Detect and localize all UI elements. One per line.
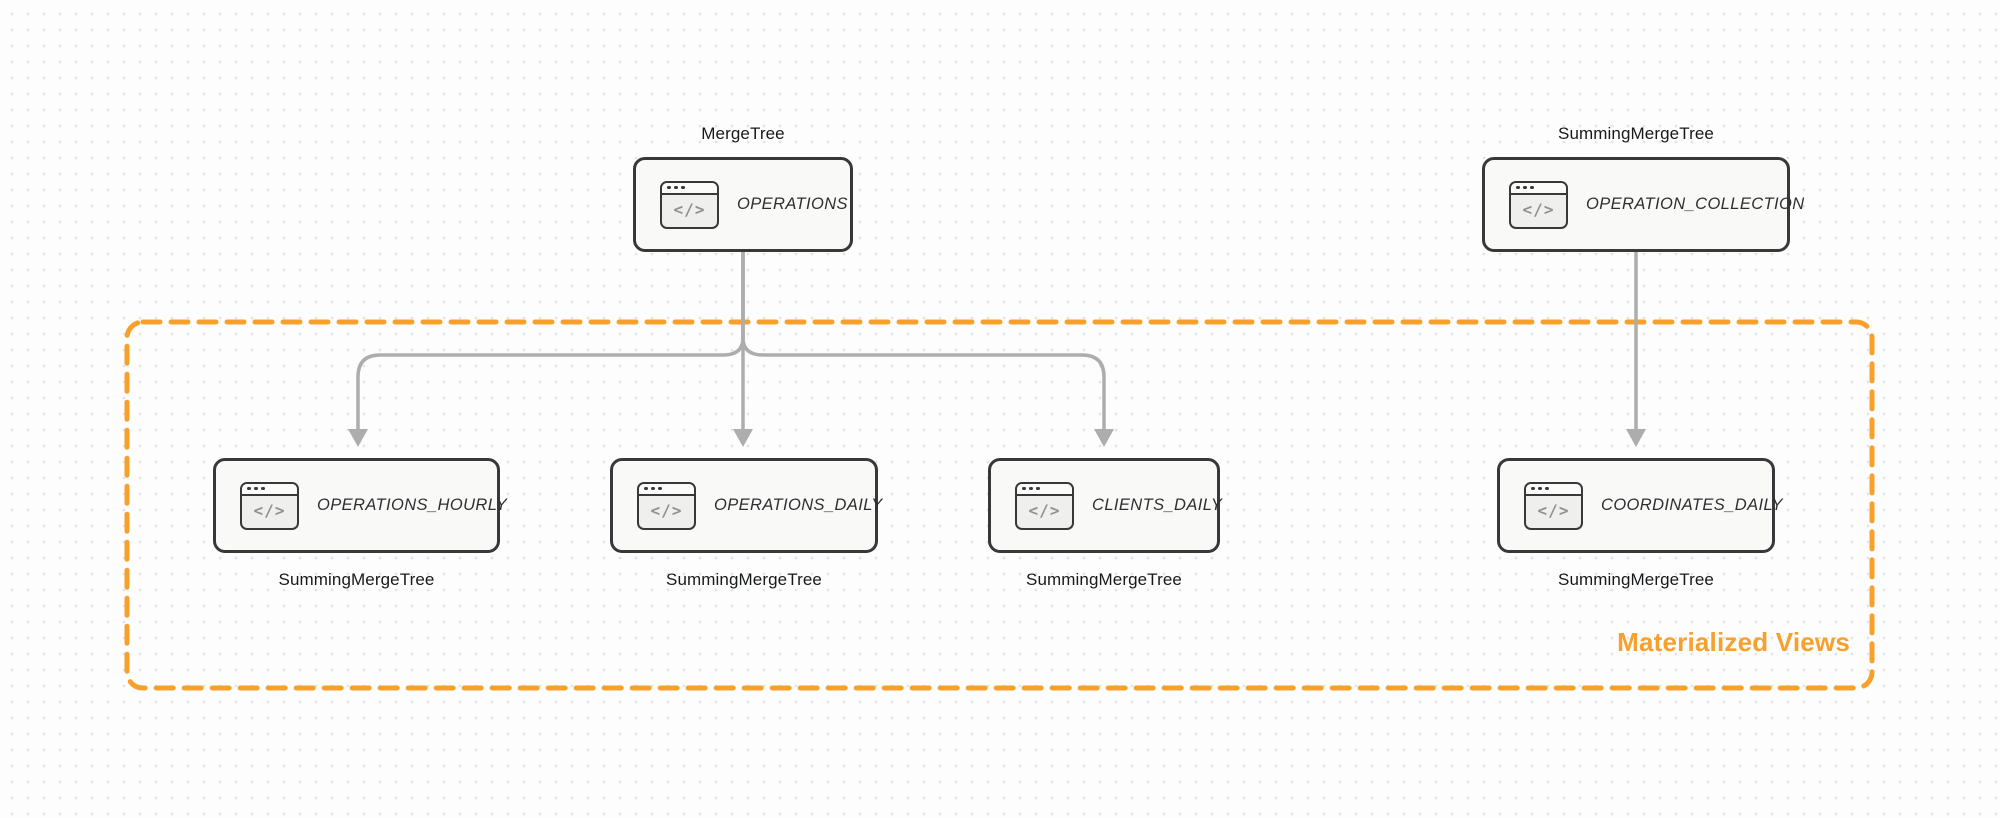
arrowhead-icon [1626,429,1646,447]
engine-label: SummingMergeTree [1558,570,1714,589]
engine-label: SummingMergeTree [1558,124,1714,143]
edge-operations-to-operations-hourly [356,252,745,430]
node-box: </> OPERATIONS_DAILY [610,458,882,553]
node-operations-daily[interactable]: </> OPERATIONS_DAILY SummingMergeTree [610,458,882,589]
node-title: OPERATIONS [737,195,848,213]
code-glyph-icon: </> [1537,501,1570,520]
node-title: OPERATION_COLLECTION [1586,195,1805,213]
materialized-views-caption: Materialized Views [1617,627,1850,657]
node-title: CLIENTS_DAILY [1092,496,1223,514]
node-box: </> CLIENTS_DAILY [988,458,1223,553]
window-dots-icon [662,182,717,195]
node-operations[interactable]: MergeTree </> OPERATIONS [633,124,853,252]
edge-operations-to-clients-daily [741,252,1106,430]
engine-label: SummingMergeTree [666,570,822,589]
node-operation-collection[interactable]: SummingMergeTree </> OPERATION_COLLECTIO… [1482,124,1804,252]
code-glyph-icon: </> [1028,501,1061,520]
code-window-icon: </> [660,180,719,229]
node-coordinates-daily[interactable]: </> COORDINATES_DAILY SummingMergeTree [1497,458,1783,589]
code-glyph-icon: </> [673,200,706,219]
node-box: </> OPERATIONS [633,157,853,252]
engine-label: SummingMergeTree [1026,570,1182,589]
window-dots-icon [639,483,694,496]
arrowhead-icon [1094,429,1114,447]
node-box: </> OPERATIONS_HOURLY [213,458,507,553]
code-window-icon: </> [1015,481,1074,530]
node-clients-daily[interactable]: </> CLIENTS_DAILY SummingMergeTree [988,458,1223,589]
arrowhead-icon [348,429,368,447]
code-glyph-icon: </> [650,501,683,520]
node-operations-hourly[interactable]: </> OPERATIONS_HOURLY SummingMergeTree [213,458,507,589]
code-window-icon: </> [1524,481,1583,530]
code-window-icon: </> [1509,180,1568,229]
window-dots-icon [1511,182,1566,195]
node-title: OPERATIONS_HOURLY [317,496,508,514]
window-dots-icon [242,483,297,496]
node-title: OPERATIONS_DAILY [714,496,883,514]
node-title: COORDINATES_DAILY [1601,496,1783,514]
node-box: </> COORDINATES_DAILY [1497,458,1783,553]
engine-label: SummingMergeTree [278,570,435,589]
code-window-icon: </> [637,481,696,530]
arrowhead-icon [733,429,753,447]
code-glyph-icon: </> [253,501,286,520]
window-dots-icon [1526,483,1581,496]
code-glyph-icon: </> [1522,200,1555,219]
code-window-icon: </> [240,481,299,530]
node-box: </> OPERATION_COLLECTION [1482,157,1804,252]
engine-label: MergeTree [701,124,785,143]
window-dots-icon [1017,483,1072,496]
